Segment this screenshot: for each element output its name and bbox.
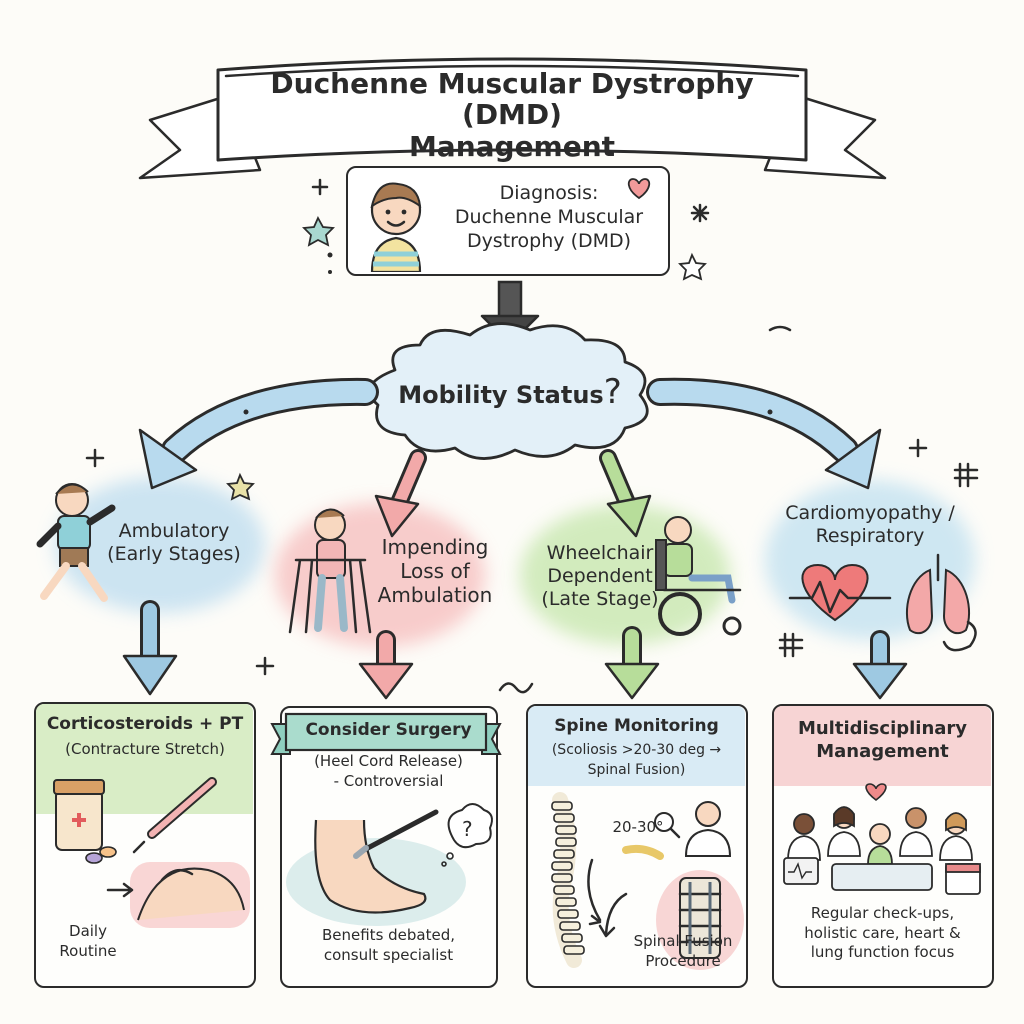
arrow-to-ambulatory [138, 377, 379, 490]
card-surgery: Consider Surgery (Heel Cord Release) - C… [270, 706, 502, 988]
stage-cardio-line-1: Cardiomyopathy / [785, 502, 955, 524]
title-line-1: Duchenne Muscular Dystrophy (DMD) [270, 67, 754, 132]
card-3-footer-line-1: Spinal Fusion [633, 932, 733, 950]
diagnosis-line-2: Duchenne Muscular [454, 205, 644, 228]
card-multidisciplinary: Multidisciplinary Management Regular che… [772, 704, 994, 988]
card-4-subtitle: Management [816, 740, 949, 762]
stage-impending-line-2: Loss of [400, 559, 470, 583]
card-spine: Spine Monitoring (Scoliosis >20-30 deg →… [526, 704, 748, 988]
card-3-subtitle: (Scoliosis >20-30 deg → [551, 742, 722, 758]
stage-impending: Impending Loss of Ambulation [360, 535, 510, 607]
stage-wheelchair: Wheelchair Dependent (Late Stage) [530, 542, 670, 610]
question-mark-icon: ? [603, 372, 622, 412]
card-2-subtitle-2: - Controversial [333, 772, 444, 790]
stage-ambulatory-line-2: (Early Stages) [107, 542, 241, 565]
heart-lungs-illustration [788, 553, 977, 652]
page-title: Duchenne Muscular Dystrophy (DMD) Manage… [230, 68, 794, 162]
card-4-title-block: Multidisciplinary Management [774, 718, 991, 763]
card-1-subtitle: (Contracture Stretch) [65, 740, 225, 758]
card-4-footer: Regular check-ups, holistic care, heart … [774, 904, 991, 963]
running-boy-illustration [36, 483, 116, 602]
decision-cloud [368, 322, 649, 460]
card-2-subtitle: (Heel Cord Release) [314, 752, 463, 770]
card-1-footer-line-2: Routine [59, 941, 117, 960]
diagnosis-text: Diagnosis: Duchenne Muscular Dystrophy (… [438, 182, 660, 253]
card-2-title: Consider Surgery [305, 720, 472, 740]
card-corticosteroids: Corticosteroids + PT (Contracture Stretc… [34, 702, 256, 988]
card-3-title: Spine Monitoring [554, 716, 719, 736]
arrow-to-cardio [646, 377, 882, 490]
diagnosis-box: Diagnosis: Duchenne Muscular Dystrophy (… [346, 166, 670, 276]
foot-scalpel-icon: ? [286, 803, 493, 926]
wheelchair-illustration [655, 516, 742, 636]
sparkle-decorations [85, 178, 979, 676]
arrow-to-impending [374, 449, 427, 538]
card-3-wash [528, 706, 745, 786]
card-4-footer-line-3: lung function focus [810, 943, 955, 961]
diagnosis-line-1: Diagnosis: [499, 182, 599, 204]
card-4-title: Multidisciplinary [797, 718, 968, 739]
decision-label: Mobility Status? [380, 372, 640, 413]
star-decorations [226, 215, 773, 501]
arrow-ambulatory-to-card [122, 600, 178, 696]
card-1-footer-line-1: Daily [69, 922, 107, 940]
medication-stretch-icon [53, 777, 250, 928]
stage-impending-line-3: Ambulation [377, 583, 493, 607]
stage-wheelchair-line-2: Dependent [547, 564, 653, 587]
arrow-cardio-to-card [852, 630, 908, 700]
card-3-footer: Spinal Fusion Procedure [620, 932, 746, 971]
heart-icon [627, 178, 651, 200]
arrow-to-wheelchair [599, 449, 652, 538]
decision-text: Mobility Status [398, 381, 604, 409]
squiggle-decoration [498, 682, 534, 694]
care-team-icon [783, 783, 981, 895]
card-2-footer-line-2: consult specialist [323, 945, 454, 964]
diagnosis-line-3: Dystrophy (DMD) [466, 229, 632, 252]
walker-boy-illustration [288, 508, 372, 634]
squiggle-decoration-2 [768, 325, 792, 332]
stage-wheelchair-line-1: Wheelchair [546, 542, 654, 564]
stage-impending-line-1: Impending [381, 535, 489, 559]
card-2-footer: Benefits debated, consult specialist [282, 926, 495, 965]
svg-text:?: ? [462, 817, 473, 841]
arrow-impending-to-card [358, 630, 414, 700]
card-2-ribbon [270, 712, 502, 755]
card-1-footer: Daily Routine [40, 922, 136, 961]
card-4-footer-line-1: Regular check-ups, [810, 904, 955, 922]
stage-wheelchair-line-3: (Late Stage) [541, 587, 659, 610]
stage-cardio: Cardiomyopathy / Respiratory [780, 502, 960, 548]
card-4-footer-line-2: holistic care, heart & [804, 923, 961, 942]
stage-ambulatory-line-1: Ambulatory [118, 520, 230, 542]
card-2-footer-line-1: Benefits debated, [321, 926, 456, 944]
title-line-2: Management [408, 129, 616, 163]
card-4-wash [774, 706, 991, 786]
child-portrait-icon [370, 182, 422, 272]
arrow-wheelchair-to-card [604, 626, 660, 700]
card-3-angle-label: 20-30° [612, 818, 664, 836]
card-3-subtitle-2: Spinal Fusion) [587, 762, 686, 778]
stage-ambulatory: Ambulatory (Early Stages) [104, 520, 244, 566]
card-3-footer-line-2: Procedure [645, 951, 721, 970]
stage-cardio-line-2: Respiratory [815, 524, 925, 547]
spine-monitoring-icon [551, 792, 744, 970]
card-1-title: Corticosteroids + PT [46, 714, 244, 734]
title-banner [138, 57, 887, 180]
